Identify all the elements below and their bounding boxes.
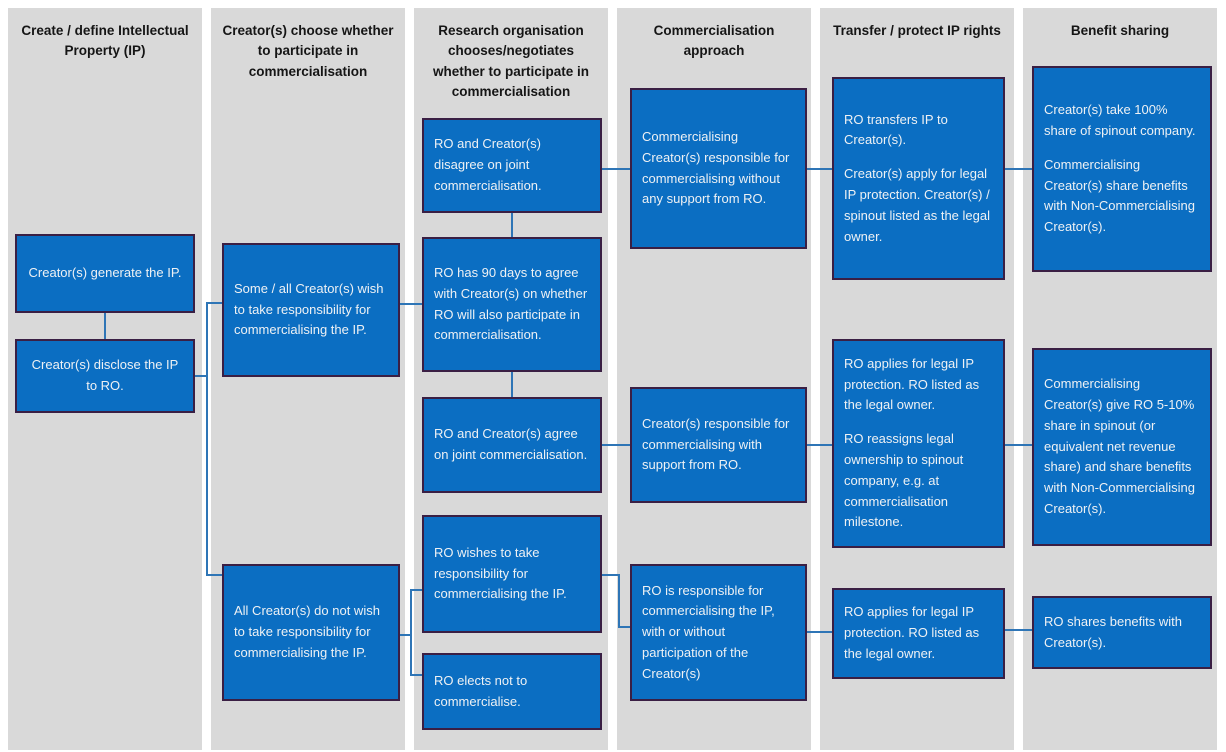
box-text: RO has 90 days to agree with Creator(s) … bbox=[434, 264, 588, 343]
box-ro-applies-legal: RO applies for legal IP protection. RO l… bbox=[832, 588, 1005, 679]
connector-to-ro-wishes bbox=[410, 589, 422, 591]
box-some-creators-wish: Some / all Creator(s) wish to take respo… bbox=[222, 243, 400, 377]
box-ro-responsible-commercialising: RO is responsible for commercialising th… bbox=[630, 564, 807, 701]
connector-approach2-to-transfer2 bbox=[807, 444, 832, 446]
box-text: Creator(s) disclose the IP to RO. bbox=[31, 357, 179, 393]
column-header-commercialisation-approach: Commercialisation approach bbox=[653, 23, 775, 59]
connector-to-ro-elects-not bbox=[410, 674, 422, 676]
connector-to-some-creators bbox=[206, 302, 222, 304]
connector-bracket-ro-choice bbox=[410, 589, 412, 676]
box-creators-100-share: Creator(s) take 100% share of spinout co… bbox=[1032, 66, 1212, 272]
connector-approach3-to-transfer3 bbox=[807, 631, 832, 633]
box-text: Some / all Creator(s) wish to take respo… bbox=[234, 280, 384, 338]
box-ro-90-days: RO has 90 days to agree with Creator(s) … bbox=[422, 237, 602, 372]
box-ro-transfers-ip: RO transfers IP to Creator(s). Creator(s… bbox=[832, 77, 1005, 280]
box-text: Commercialising Creator(s) responsible f… bbox=[642, 128, 790, 207]
box-text: RO is responsible for commercialising th… bbox=[642, 582, 775, 681]
column-header-ro-chooses: Research organisation chooses/negotiates… bbox=[432, 23, 590, 99]
box-creators-give-ro-share: Commercialising Creator(s) give RO 5-10%… bbox=[1032, 348, 1212, 546]
box-ro-creators-disagree: RO and Creator(s) disagree on joint comm… bbox=[422, 118, 602, 213]
box-text: RO applies for legal IP protection. RO l… bbox=[844, 604, 980, 661]
connector-transfer3-to-benefit3 bbox=[1005, 629, 1032, 631]
connector-agree-to-approach bbox=[602, 444, 630, 446]
column-header-creators-choose: Creator(s) choose whether to participate… bbox=[222, 23, 394, 79]
box-text: RO and Creator(s) agree on joint commerc… bbox=[434, 426, 588, 462]
box-text: All Creator(s) do not wish to take respo… bbox=[234, 603, 380, 660]
connector-ro-wishes-elbow-v bbox=[618, 574, 620, 628]
box-ro-applies-reassigns: RO applies for legal IP protection. RO l… bbox=[832, 339, 1005, 548]
connector-disagree-to-approach bbox=[602, 168, 630, 170]
connector-generate-to-disclose bbox=[104, 313, 106, 339]
box-text: RO and Creator(s) disagree on joint comm… bbox=[434, 136, 542, 193]
box-ro-shares-benefits: RO shares benefits with Creator(s). bbox=[1032, 596, 1212, 669]
column-header-create-define-ip: Create / define Intellectual Property (I… bbox=[21, 23, 189, 59]
connector-approach1-to-transfer1 bbox=[807, 168, 832, 170]
connector-disclose-stub bbox=[194, 375, 208, 377]
connector-transfer1-to-benefit1 bbox=[1005, 168, 1032, 170]
box-text: RO transfers IP to Creator(s). bbox=[844, 111, 948, 148]
connector-ro-wishes-elbow-h2 bbox=[618, 626, 630, 628]
box-text: Commercialising Creator(s) give RO 5-10%… bbox=[1044, 376, 1195, 516]
connector-transfer2-to-benefit2 bbox=[1005, 444, 1032, 446]
box-ro-creators-agree: RO and Creator(s) agree on joint commerc… bbox=[422, 397, 602, 493]
connector-90-days-agree bbox=[511, 372, 513, 397]
connector-some-creators-to-90-days bbox=[400, 303, 422, 305]
box-text: RO reassigns legal ownership to spinout … bbox=[844, 431, 964, 530]
box-text: RO wishes to take responsibility for com… bbox=[434, 544, 567, 602]
box-text: Creator(s) responsible for commercialisi… bbox=[642, 415, 790, 473]
connector-disagree-90-days bbox=[511, 213, 513, 237]
box-text: RO elects not to commercialise. bbox=[434, 672, 528, 709]
box-text: Creator(s) apply for legal IP protection… bbox=[844, 166, 990, 244]
box-all-creators-not-wish: All Creator(s) do not wish to take respo… bbox=[222, 564, 400, 701]
box-creators-commercialise-no-support: Commercialising Creator(s) responsible f… bbox=[630, 88, 807, 249]
column-header-benefit-sharing: Benefit sharing bbox=[1070, 23, 1170, 38]
connector-all-creators-stub bbox=[400, 634, 412, 636]
box-creators-commercialise-with-support: Creator(s) responsible for commercialisi… bbox=[630, 387, 807, 503]
box-text: Creator(s) generate the IP. bbox=[28, 265, 182, 281]
connector-ro-wishes-elbow-h1 bbox=[602, 574, 620, 576]
connector-bracket-creators-choice bbox=[206, 302, 208, 576]
box-text: RO shares benefits with Creator(s). bbox=[1044, 613, 1183, 650]
box-ro-elects-not: RO elects not to commercialise. bbox=[422, 653, 602, 730]
box-ro-wishes-responsibility: RO wishes to take responsibility for com… bbox=[422, 515, 602, 633]
box-text: Creator(s) take 100% share of spinout co… bbox=[1044, 102, 1196, 138]
box-creators-disclose-ip: Creator(s) disclose the IP to RO. bbox=[15, 339, 195, 413]
connector-to-all-creators-not bbox=[206, 574, 222, 576]
box-text: Commercialising Creator(s) share benefit… bbox=[1044, 156, 1195, 235]
box-text: RO applies for legal IP protection. RO l… bbox=[844, 355, 980, 413]
box-creators-generate-ip: Creator(s) generate the IP. bbox=[15, 234, 195, 313]
column-header-transfer-protect-ip: Transfer / protect IP rights bbox=[833, 23, 1001, 38]
